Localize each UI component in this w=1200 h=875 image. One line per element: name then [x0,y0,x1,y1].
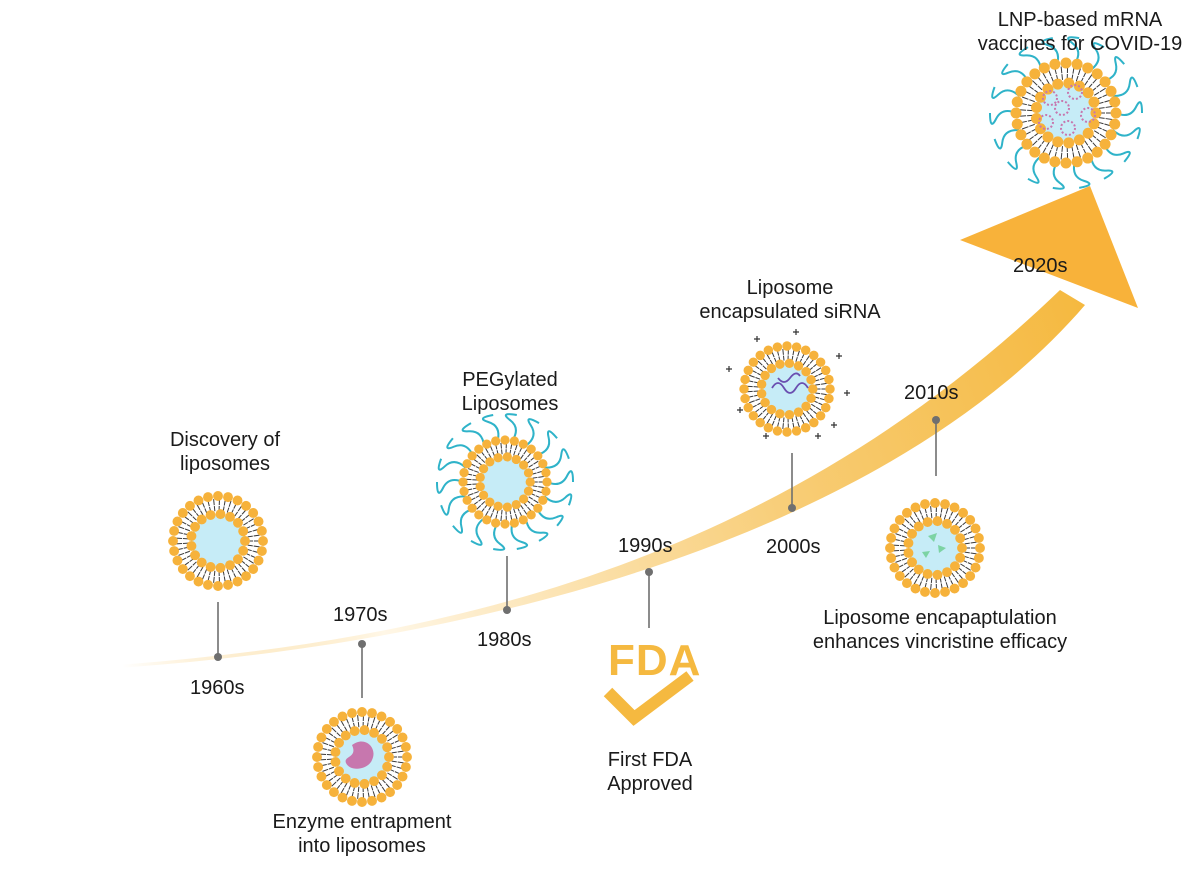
charge-plus-icon [754,336,760,342]
connector-2010s-dot [932,416,940,424]
year-2010s: 2010s [904,381,959,405]
charge-plus-icon [831,422,837,428]
fda-logo-text: FDA [608,639,701,683]
year-2000s: 2000s [766,535,821,559]
charge-plus-icon [815,433,821,439]
connector-1960s-dot [214,653,222,661]
charge-plus-icon [737,407,743,413]
charge-plus-icon [836,353,842,359]
charge-plus-icon [793,329,799,335]
liposome-sirna [739,341,834,436]
charge-plus-icon [763,433,769,439]
charge-plus-icon [726,366,732,372]
year-2020s: 2020s [1013,254,1068,278]
liposome-pegylated [437,414,573,550]
year-1990s: 1990s [618,534,673,558]
year-1970s: 1970s [333,603,388,627]
liposome-lnp [990,37,1142,188]
liposome-enzyme [312,707,412,807]
liposome-vincristine [885,498,985,598]
timeline-arrow-head [960,186,1138,308]
connector-1970s-dot [358,640,366,648]
liposome-discovery [168,491,268,591]
connector-1990s-dot [645,568,653,576]
charge-plus-icon [844,390,850,396]
year-1980s: 1980s [477,628,532,652]
year-1960s: 1960s [190,676,245,700]
connector-1980s-dot [503,606,511,614]
connector-2000s-dot [788,504,796,512]
